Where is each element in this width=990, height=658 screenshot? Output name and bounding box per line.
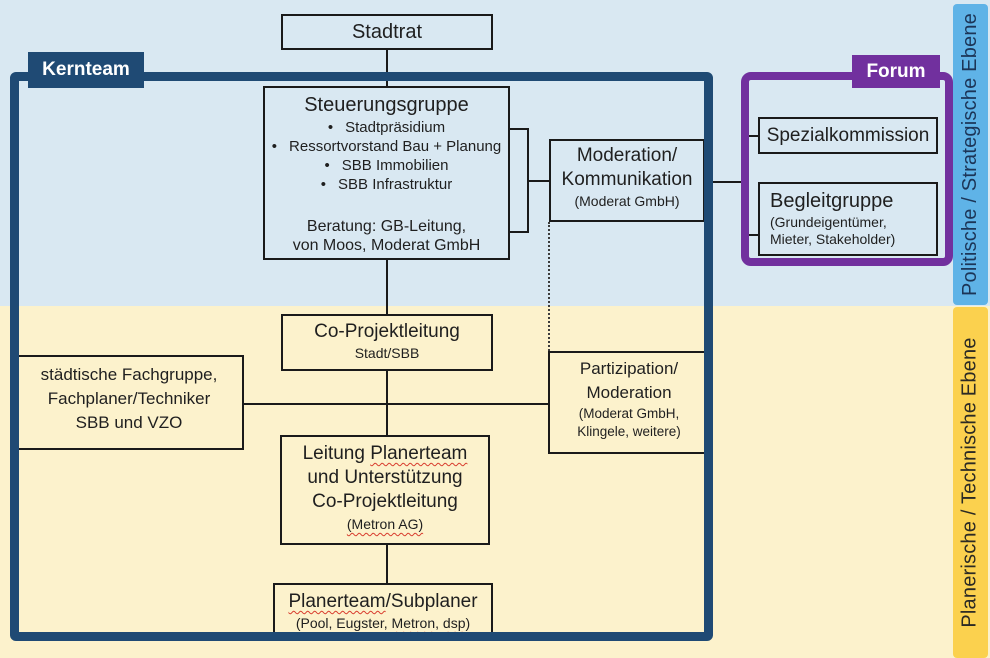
technical-level-band: Planerische / Technische Ebene [953, 307, 988, 658]
forum-badge: Forum [852, 55, 940, 88]
bullet-icon: • [327, 119, 334, 136]
fachgruppe-line3: SBB und VZO [75, 413, 183, 432]
leitung-line1-pre: Leitung [302, 443, 371, 464]
planerteam-title-wavy: Planerteam [288, 591, 386, 612]
leitung-line2: und Unterstützung [307, 467, 463, 488]
planerteam-sub-p2: , [435, 615, 443, 631]
political-level-band: Politische / Strategische Ebene [953, 4, 988, 305]
spezialkommission-title: Spezialkommission [766, 124, 930, 146]
kernteam-badge: Kernteam [28, 52, 144, 88]
leitung-subtitle-wavy: (Metron AG) [346, 516, 424, 532]
node-partizipation-moderation: Partizipation/ Moderation (Moderat GmbH,… [548, 351, 710, 454]
node-fachgruppe: städtische Fachgruppe, Fachplaner/Techni… [14, 355, 244, 450]
bullet-label: SBB Infrastruktur [338, 176, 453, 193]
connector-fachgruppe-partizipation [244, 403, 548, 405]
planerteam-sub-wavy1: Metron [391, 615, 436, 631]
steuerungsgruppe-note-line2: von Moos, Moderat GmbH [292, 237, 481, 254]
node-co-projektleitung: Co-Projektleitung Stadt/SBB [281, 314, 493, 371]
list-item: • SBB Immobilien [325, 156, 449, 175]
bullet-label: Stadtpräsidium [345, 119, 446, 136]
political-level-label: Politische / Strategische Ebene [959, 12, 981, 297]
bullet-icon: • [320, 176, 327, 193]
planerteam-sub-wavy2: dsp [442, 615, 466, 631]
fachgruppe-line2: Fachplaner/Techniker [47, 389, 211, 408]
connector-moderation-partizipation-dotted [548, 222, 550, 351]
moderation-line2: Kommunikation [561, 169, 693, 190]
planerteam-title: Planerteam/Subplaner [288, 590, 477, 614]
steuerungsgruppe-note-line1: Beratung: GB-Leitung, [306, 218, 467, 235]
planerteam-subtitle: (Pool, Eugster, Metron, dsp) [296, 614, 470, 633]
leitung-subtitle: (Metron AG) [347, 514, 423, 534]
connector-bracket-moderation [527, 180, 549, 182]
bullet-icon: • [271, 138, 278, 155]
bullet-label: Ressortvorstand Bau + Planung [289, 138, 502, 155]
partizipation-sub1: (Moderat GmbH, [578, 406, 680, 421]
leitung-line1-wavy: Planerteam [370, 443, 468, 464]
leitung-line3: Co-Projektleitung [312, 491, 458, 512]
node-leitung-planerteam: Leitung Planerteam und Unterstützung Co-… [280, 435, 490, 545]
bracket-stub-bottom [510, 231, 527, 233]
fachgruppe-line1: städtische Fachgruppe, [40, 365, 218, 384]
partizipation-line1: Partizipation/ [579, 359, 679, 378]
node-stadtrat: Stadtrat [281, 14, 493, 50]
node-steuerungsgruppe: Steuerungsgruppe • Stadtpräsidium • Ress… [263, 86, 510, 260]
connector-leitung-planerteam [386, 545, 388, 583]
planerteam-sub-p1: (Pool, Eugster, [295, 615, 392, 631]
connector-forum-spezialkommission [744, 135, 758, 137]
steuerungsgruppe-title: Steuerungsgruppe [304, 94, 469, 116]
bracket-stub-top [510, 128, 527, 130]
stadtrat-title: Stadtrat [351, 21, 423, 43]
connector-stadtrat-steuerungsgruppe [386, 50, 388, 86]
moderation-subtitle: (Moderat GmbH) [574, 193, 680, 209]
steuerungsgruppe-bullet-list: • Stadtpräsidium • Ressortvorstand Bau +… [272, 118, 501, 194]
co-projektleitung-title: Co-Projektleitung [314, 321, 460, 342]
node-spezialkommission: Spezialkommission [758, 117, 938, 154]
bullet-icon: • [324, 157, 330, 174]
co-projektleitung-subtitle: Stadt/SBB [354, 345, 420, 361]
list-item: • Stadtpräsidium [328, 118, 445, 137]
leitung-line1: Leitung Planerteam [303, 442, 468, 466]
planerteam-sub-p3: ) [465, 615, 471, 631]
list-item: • Ressortvorstand Bau + Planung [272, 137, 501, 156]
begleitgruppe-sub2: Mieter, Stakeholder) [770, 231, 896, 247]
connector-steuerungsgruppe-coprojektleitung [386, 260, 388, 314]
begleitgruppe-sub1: (Grundeigentümer, [770, 214, 887, 230]
partizipation-sub2: Klingele, weitere) [577, 424, 681, 439]
partizipation-line2: Moderation [586, 383, 672, 402]
list-item: • SBB Infrastruktur [321, 175, 452, 194]
node-planerteam-subplaner: Planerteam/Subplaner (Pool, Eugster, Met… [273, 583, 493, 639]
planerteam-title-post: /Subplaner [385, 591, 478, 612]
node-begleitgruppe: Begleitgruppe (Grundeigentümer, Mieter, … [758, 182, 938, 256]
node-moderation-kommunikation: Moderation/ Kommunikation (Moderat GmbH) [549, 139, 705, 222]
begleitgruppe-title: Begleitgruppe [770, 190, 894, 212]
technical-level-label: Planerische / Technische Ebene [959, 337, 982, 628]
bullet-label: SBB Immobilien [341, 157, 449, 174]
connector-moderation-forum [705, 181, 741, 183]
moderation-line1: Moderation/ [576, 145, 678, 166]
connector-forum-begleitgruppe [744, 234, 758, 236]
